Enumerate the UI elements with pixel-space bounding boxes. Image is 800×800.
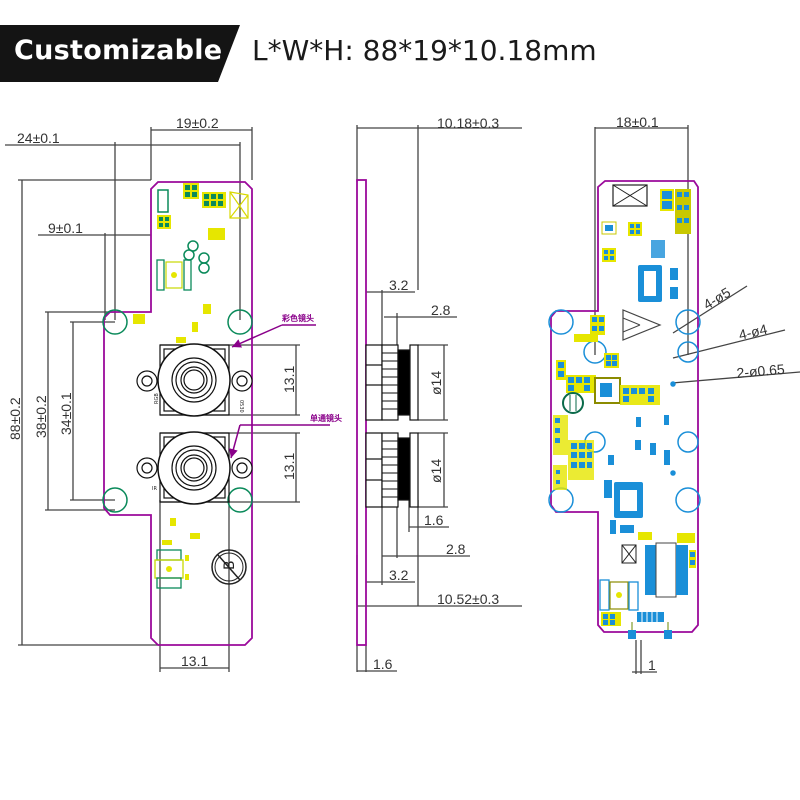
dim-side-board-thickness: 1.6 <box>373 656 393 672</box>
mono-lens-label: 单通镜头 <box>310 413 342 423</box>
back-view: 18±0.1 4-ø5 4-ø4 2-ø0.65 1 <box>548 114 800 674</box>
color-lens-label: 彩色镜头 <box>281 313 314 323</box>
dim-side-bottom-height: 10.52±0.3 <box>437 591 499 607</box>
side-view: 10.18±0.3 3.2 2.8 ø14 ø14 1.6 2.8 3.2 10… <box>356 115 522 672</box>
rgb-label: RGB <box>154 393 160 404</box>
dim-holes-large: 4-ø5 <box>700 284 733 313</box>
back-components <box>553 184 696 639</box>
side-lens-upper <box>365 344 419 421</box>
front-components-bottom: B <box>154 518 247 589</box>
side-dimension-lines <box>356 125 522 672</box>
customizable-badge: Customizable <box>0 25 240 82</box>
dim-side-top-height: 10.18±0.3 <box>437 115 499 131</box>
front-mounting-holes <box>102 309 253 513</box>
back-dimension-lines <box>594 125 800 674</box>
dim-holes-small: 2-ø0.65 <box>736 361 786 381</box>
dim-board-width: 19±0.2 <box>176 115 219 131</box>
dim-lens-lower-height: 13.1 <box>281 453 297 480</box>
dim-length: 88±0.2 <box>7 397 23 440</box>
overall-dimensions: L*W*H: 88*19*10.18mm <box>252 34 597 67</box>
dim-bottom-width: 13.1 <box>181 653 208 669</box>
front-dimension-lines <box>5 127 300 672</box>
dim-side-lower-2-8: 2.8 <box>446 541 466 557</box>
dim-lens-upper-height: 13.1 <box>281 366 297 393</box>
mount-hole <box>227 487 253 513</box>
part-code-label: 0530 <box>238 400 244 413</box>
ir-label: IR <box>152 486 157 492</box>
dim-side-lower-1-6: 1.6 <box>424 512 444 528</box>
back-board-outline <box>550 180 699 633</box>
lens-annotations: 彩色镜头 单通镜头 RGB IR 0530 <box>152 313 342 492</box>
side-lens-lower <box>365 432 419 508</box>
dim-offset-top: 9±0.1 <box>48 220 83 236</box>
dim-holes-medium: 4-ø4 <box>737 321 769 343</box>
front-board-outline <box>103 181 253 646</box>
mount-hole <box>227 309 253 335</box>
mount-hole <box>102 487 128 513</box>
badge-background <box>0 25 240 82</box>
dim-hole-span-width: 24±0.1 <box>17 130 60 146</box>
dim-connector-pitch: 1 <box>648 657 656 673</box>
dim-inner-hole-pitch: 34±0.1 <box>58 392 74 435</box>
mono-lens-module <box>136 431 253 505</box>
dim-side-lower-3-2: 3.2 <box>389 567 409 583</box>
dim-side-lens-dia-lower: ø14 <box>428 459 444 483</box>
color-lens-module <box>136 343 253 417</box>
front-components-top <box>133 183 249 343</box>
dim-side-upper-2-8: 2.8 <box>431 302 451 318</box>
side-pcb-edge <box>356 179 367 646</box>
dim-back-width: 18±0.1 <box>616 114 659 130</box>
dim-side-lens-dia-upper: ø14 <box>428 371 444 395</box>
svg-text:B: B <box>222 560 238 570</box>
badge-label: Customizable <box>14 35 223 66</box>
dim-side-upper-3-2: 3.2 <box>389 277 409 293</box>
dim-outer-hole-pitch: 38±0.2 <box>33 395 49 438</box>
back-mounting-holes <box>548 309 701 513</box>
mount-hole <box>102 309 128 335</box>
front-view: B 24±0.1 19±0.2 9±0.1 88±0.2 38±0.2 34±0… <box>5 115 342 672</box>
